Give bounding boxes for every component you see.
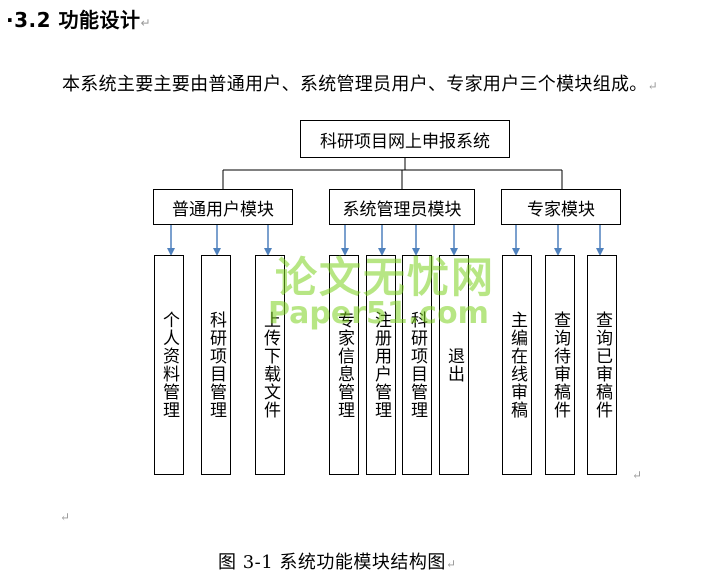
figure-caption: 图 3-1 系统功能模块结构图↵ (218, 548, 457, 574)
leaf-node-label: 主编在线审稿 (507, 311, 527, 419)
module-node-label: 系统管理员模块 (342, 199, 462, 220)
paragraph-mark-icon: ↵ (647, 79, 658, 93)
leaf-node-label: 科研项目管理 (206, 311, 226, 419)
leaf-node-label: 上传下载文件 (260, 311, 280, 419)
root-node: 科研项目网上申报系统 (300, 120, 510, 158)
leaf-node-label: 科研项目管理 (407, 311, 427, 419)
paragraph-mark-icon: ↵ (140, 16, 152, 30)
leaf-node: 个人资料管理 (154, 255, 184, 475)
module-node-label: 普通用户模块 (172, 199, 274, 220)
leaf-node: 专家信息管理 (329, 255, 359, 475)
module-node-user: 普通用户模块 (153, 189, 293, 225)
root-node-label: 科研项目网上申报系统 (320, 131, 490, 152)
section-heading-text: ·3.2 功能设计 (6, 8, 141, 32)
paragraph-mark-icon: ↵ (632, 468, 643, 482)
leaf-node: 科研项目管理 (402, 255, 432, 475)
leaf-node: 上传下载文件 (255, 255, 285, 475)
leaf-node: 注册用户管理 (366, 255, 396, 475)
module-node-label: 专家模块 (527, 199, 595, 220)
leaf-node-label: 查询待审稿件 (550, 311, 570, 419)
paragraph-mark-icon: ↵ (60, 510, 71, 524)
figure-caption-text: 图 3-1 系统功能模块结构图 (218, 552, 446, 573)
leaf-node: 科研项目管理 (201, 255, 231, 475)
section-heading: ·3.2 功能设计↵ (6, 4, 151, 33)
leaf-node-label: 查询已审稿件 (592, 311, 612, 419)
leaf-node: 查询待审稿件 (545, 255, 575, 475)
module-node-admin: 系统管理员模块 (329, 189, 475, 225)
leaf-node: 主编在线审稿 (502, 255, 532, 475)
leaf-node-label: 退出 (444, 347, 464, 383)
leaf-node: 查询已审稿件 (587, 255, 617, 475)
module-node-expert: 专家模块 (501, 189, 621, 225)
leaf-node-label: 专家信息管理 (334, 311, 354, 419)
intro-paragraph: 本系统主要主要由普通用户、系统管理员用户、专家用户三个模块组成。↵ (62, 70, 658, 96)
leaf-node: 退出 (439, 255, 469, 475)
leaf-node-label: 个人资料管理 (159, 311, 179, 419)
paragraph-mark-icon: ↵ (445, 557, 457, 571)
leaf-node-label: 注册用户管理 (371, 311, 391, 419)
intro-text: 本系统主要主要由普通用户、系统管理员用户、专家用户三个模块组成。 (62, 74, 648, 95)
